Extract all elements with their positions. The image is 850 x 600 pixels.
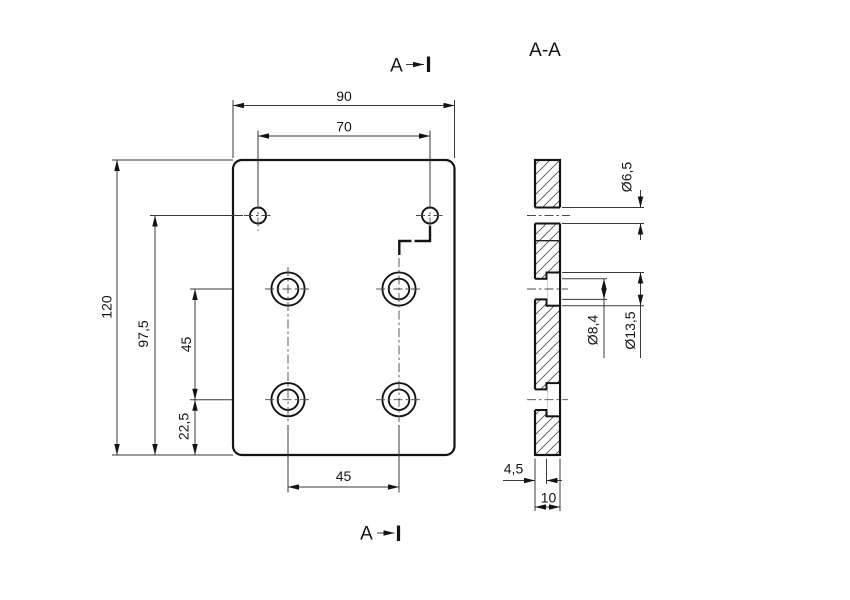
dim-10: 10: [535, 458, 561, 511]
section-view: A-A: [527, 40, 570, 457]
dim-label-45-bottom: 45: [336, 468, 352, 484]
cut-marker-bottom-label: A: [360, 524, 373, 545]
front-view: [231, 158, 456, 457]
cut-marker-top: A: [390, 56, 431, 77]
section-counterbore-upper: [533, 271, 561, 307]
dim-label-22-5: 22,5: [175, 413, 191, 440]
dim-label-height-120: 120: [98, 295, 114, 319]
section-centerlines: [527, 215, 570, 401]
dim-8-4: Ø8,4: [562, 278, 607, 358]
dim-label-dia-6-5: Ø6,5: [618, 162, 634, 193]
dim-label-45-vertical: 45: [178, 337, 194, 353]
front-view-dimensions: 90 70 120 97,5 45 22,5 45: [98, 88, 455, 493]
dim-13-5: Ø13,5: [562, 272, 644, 358]
dim-6-5: Ø6,5: [562, 162, 644, 240]
dim-label-4-5: 4,5: [504, 461, 524, 477]
dim-label-width-90: 90: [336, 88, 352, 104]
dim-label-10: 10: [541, 490, 557, 506]
dim-label-spacing-70: 70: [336, 119, 352, 135]
dim-label-97-5: 97,5: [135, 320, 151, 347]
section-view-dimensions: Ø6,5 Ø8,4 Ø13,5 4,5: [503, 162, 644, 511]
section-view-title: A-A: [529, 40, 561, 61]
cut-marker-bottom: A: [360, 524, 401, 545]
section-cut-jog-line: [398, 225, 432, 255]
cut-marker-top-label: A: [390, 56, 403, 77]
dim-label-dia-8-4: Ø8,4: [584, 315, 600, 346]
dim-label-dia-13-5: Ø13,5: [622, 311, 638, 349]
front-view-centerlines: [244, 200, 444, 422]
plate-outline: [231, 158, 456, 457]
dim-4-5: 4,5: [503, 458, 562, 511]
extension-lines: [112, 100, 455, 493]
